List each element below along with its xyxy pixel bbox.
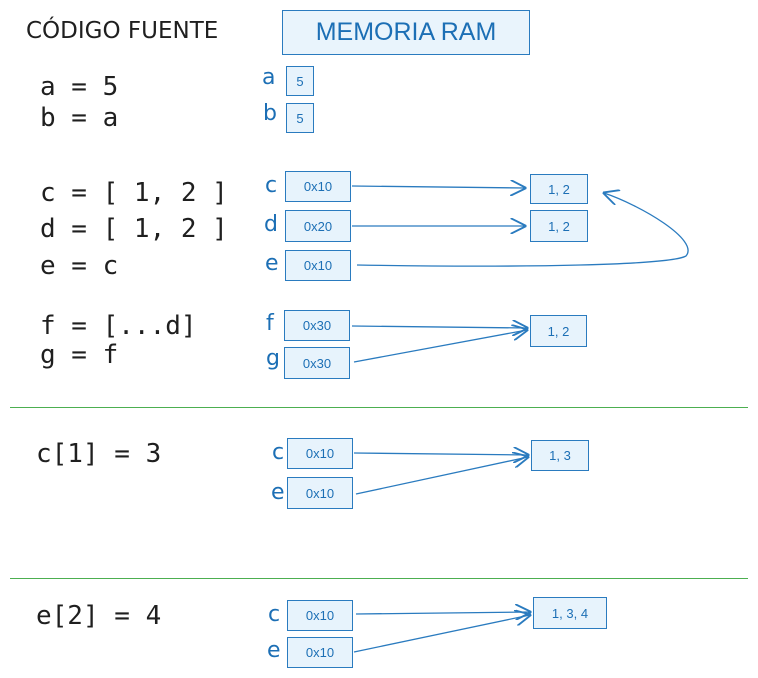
memory-ram-title: MEMORIA RAM — [282, 10, 530, 55]
value-box-b: 5 — [286, 103, 314, 133]
var-label-c: c — [268, 602, 281, 627]
var-label-d: d — [264, 212, 278, 237]
section-divider — [10, 407, 748, 408]
arrow-e-to-array — [356, 193, 689, 267]
code-line-f: f = [...d] — [40, 311, 197, 341]
array-box: 1, 2 — [530, 174, 588, 204]
arrow-e-to-array — [355, 457, 528, 495]
var-label-g: g — [266, 346, 280, 371]
var-label-e: e — [265, 251, 279, 276]
array-box: 1, 2 — [530, 210, 588, 242]
ref-box-e: 0x10 — [285, 250, 351, 281]
var-label-b: b — [263, 101, 277, 126]
arrow-f-to-array — [351, 326, 527, 328]
ref-box-d: 0x20 — [285, 210, 351, 242]
ref-box-g: 0x30 — [284, 347, 350, 379]
var-label-a: a — [262, 65, 276, 90]
ref-box-c: 0x10 — [287, 438, 353, 469]
arrow-c-to-array — [351, 186, 525, 188]
ref-box-c: 0x10 — [285, 171, 351, 202]
code-line-g: g = f — [40, 340, 119, 370]
arrow-e-to-array — [353, 615, 530, 653]
arrow-c-to-array — [353, 453, 528, 455]
var-label-e: e — [267, 638, 281, 663]
arrow-g-to-array — [353, 330, 527, 363]
array-box: 1, 2 — [530, 315, 587, 347]
array-box: 1, 3, 4 — [533, 597, 607, 629]
code-mutation-1: c[1] = 3 — [36, 439, 162, 469]
code-line-c: c = [ 1, 2 ] — [40, 178, 228, 208]
var-label-e: e — [271, 480, 285, 505]
section-divider — [10, 578, 748, 579]
arrow-c-to-array — [355, 612, 530, 614]
code-line-b: b = a — [40, 103, 119, 133]
ref-box-c: 0x10 — [287, 600, 353, 631]
ref-box-e: 0x10 — [287, 637, 353, 668]
code-line-a: a = 5 — [40, 72, 119, 102]
source-code-heading: CÓDIGO FUENTE — [26, 18, 219, 44]
ref-box-f: 0x30 — [284, 310, 350, 341]
array-box: 1, 3 — [531, 440, 589, 471]
var-label-f: f — [266, 311, 274, 336]
var-label-c: c — [265, 173, 278, 198]
value-box-a: 5 — [286, 66, 314, 96]
code-mutation-2: e[2] = 4 — [36, 601, 162, 631]
var-label-c: c — [272, 440, 285, 465]
code-line-d: d = [ 1, 2 ] — [40, 214, 228, 244]
code-line-e: e = c — [40, 251, 119, 281]
ref-box-e: 0x10 — [287, 477, 353, 509]
